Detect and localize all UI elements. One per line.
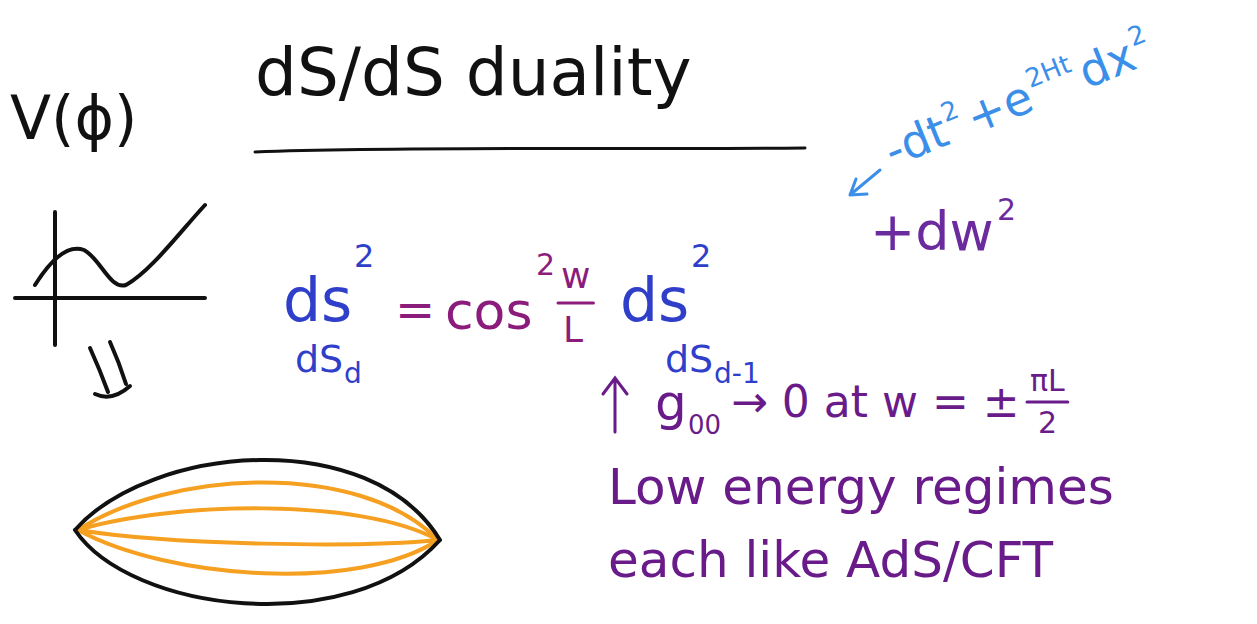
axis-label: V(ϕ) bbox=[10, 88, 137, 148]
subscript: 00 bbox=[688, 412, 721, 438]
subscript: dS bbox=[665, 340, 713, 378]
pointer-arrow bbox=[603, 378, 627, 432]
numerator: w bbox=[561, 258, 590, 294]
denominator: 2 bbox=[1038, 408, 1057, 438]
exponent: 2Ht bbox=[1022, 50, 1075, 91]
foliation-slices bbox=[78, 483, 438, 574]
lens-outline bbox=[75, 460, 440, 604]
cosine: cos bbox=[445, 285, 533, 337]
title-underline bbox=[255, 148, 805, 152]
subscript: dS bbox=[295, 340, 343, 378]
note-text: → 0 at w = ± bbox=[731, 380, 1020, 424]
fraction-bar bbox=[1027, 401, 1068, 404]
note-text: Low energy regimes bbox=[608, 462, 1114, 512]
note-arrow bbox=[850, 170, 880, 195]
equals-sign: = bbox=[395, 285, 435, 333]
numerator: πL bbox=[1030, 366, 1065, 396]
title: dS/dS duality bbox=[255, 40, 692, 106]
subscript: d bbox=[344, 360, 362, 388]
line-element: ds bbox=[620, 270, 689, 330]
exponent: 2 bbox=[997, 195, 1016, 225]
potential-curve bbox=[35, 205, 205, 286]
denominator: L bbox=[563, 312, 583, 348]
fraction-bar bbox=[558, 302, 593, 305]
metric-component: g bbox=[655, 378, 687, 428]
note-text: each like AdS/CFT bbox=[608, 535, 1053, 585]
implies-arrow bbox=[90, 342, 130, 397]
line-element: ds bbox=[283, 270, 352, 330]
metric-note: -dt2+e2Htdx2 bbox=[878, 23, 1165, 174]
exponent: 2 bbox=[536, 250, 555, 280]
radial-term: +dw bbox=[870, 205, 994, 259]
exponent: 2 bbox=[354, 240, 374, 272]
exponent: 2 bbox=[691, 240, 711, 272]
